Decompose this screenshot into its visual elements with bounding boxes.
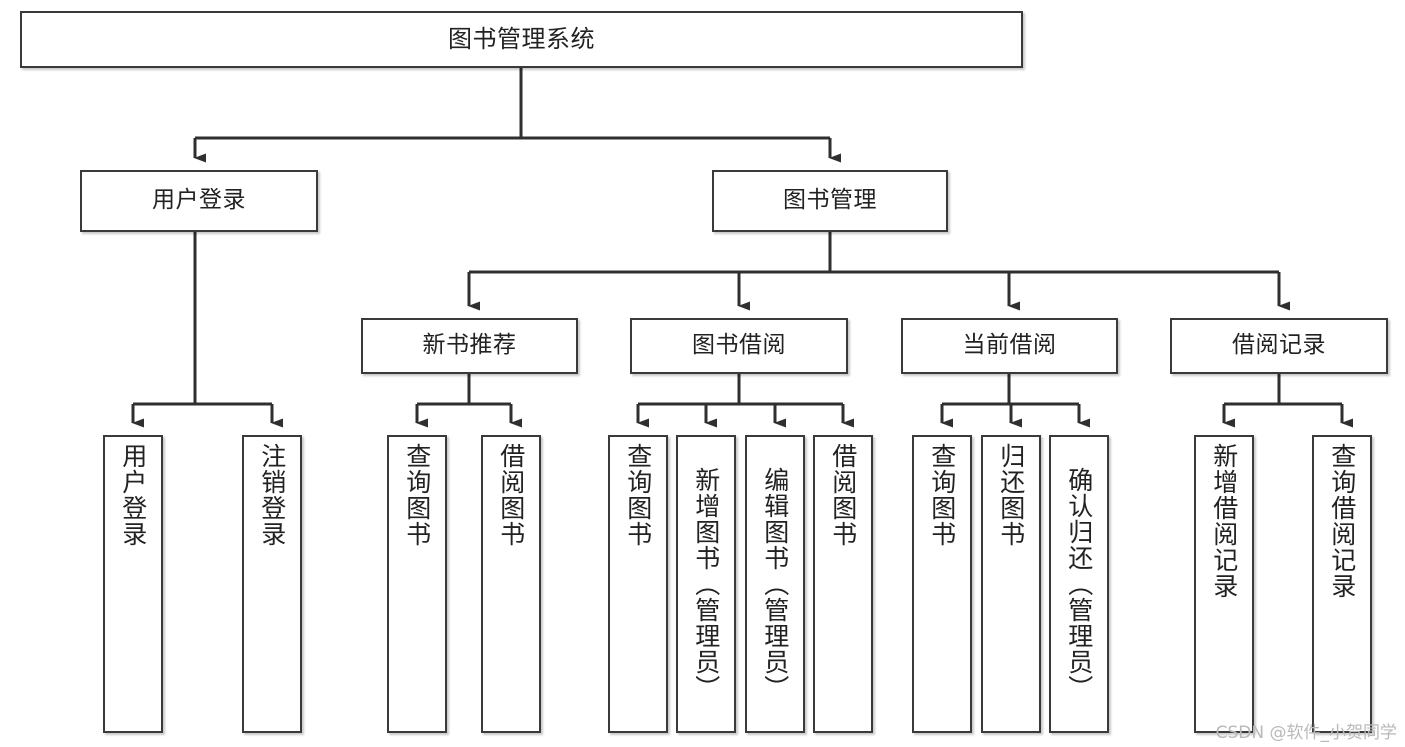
node-leaf-borrow-book-recommend[interactable]: 借阅图书 bbox=[481, 435, 541, 733]
node-label: 查询图书 bbox=[402, 443, 432, 547]
node-label: 借阅图书 bbox=[828, 443, 858, 547]
node-leaf-return-book[interactable]: 归还图书 bbox=[981, 435, 1041, 733]
node-borrow-record[interactable]: 借阅记录 bbox=[1170, 318, 1388, 374]
node-leaf-confirm-return[interactable]: 确认归还（管理员） bbox=[1049, 435, 1109, 733]
node-label: 借阅图书 bbox=[496, 443, 526, 547]
node-leaf-add-book[interactable]: 新增图书（管理员） bbox=[676, 435, 736, 733]
node-label: 图书借阅 bbox=[692, 332, 786, 359]
node-label: 新增图书（管理员） bbox=[691, 467, 721, 701]
node-label: 新书推荐 bbox=[422, 332, 517, 359]
node-leaf-query-book-current[interactable]: 查询图书 bbox=[912, 435, 972, 733]
watermark: CSDN @软件_小贺同学 bbox=[1215, 723, 1397, 743]
node-label: 注销登录 bbox=[257, 443, 287, 547]
node-leaf-user-logout[interactable]: 注销登录 bbox=[242, 435, 302, 733]
node-new-book-recommend[interactable]: 新书推荐 bbox=[361, 318, 578, 374]
node-label: 新增借阅记录 bbox=[1209, 443, 1239, 599]
node-leaf-edit-book[interactable]: 编辑图书（管理员） bbox=[745, 435, 805, 733]
node-label: 编辑图书（管理员） bbox=[760, 467, 790, 701]
node-book-borrow[interactable]: 图书借阅 bbox=[630, 318, 848, 374]
node-leaf-query-book-borrow[interactable]: 查询图书 bbox=[608, 435, 668, 733]
node-leaf-user-login[interactable]: 用户登录 bbox=[103, 435, 163, 733]
node-leaf-query-book-recommend[interactable]: 查询图书 bbox=[387, 435, 447, 733]
node-leaf-add-borrow-record[interactable]: 新增借阅记录 bbox=[1194, 435, 1254, 733]
node-user-login[interactable]: 用户登录 bbox=[80, 170, 318, 232]
node-label: 用户登录 bbox=[118, 443, 148, 547]
node-label: 当前借阅 bbox=[962, 332, 1057, 359]
node-leaf-borrow-book[interactable]: 借阅图书 bbox=[813, 435, 873, 733]
node-label: 查询借阅记录 bbox=[1327, 443, 1357, 599]
node-label: 归还图书 bbox=[996, 443, 1026, 547]
node-label: 图书管理 bbox=[783, 187, 877, 214]
node-leaf-query-borrow-record[interactable]: 查询借阅记录 bbox=[1312, 435, 1372, 733]
node-label: 借阅记录 bbox=[1232, 332, 1326, 359]
node-root-system[interactable]: 图书管理系统 bbox=[20, 11, 1023, 68]
node-book-management[interactable]: 图书管理 bbox=[712, 170, 948, 232]
node-label: 查询图书 bbox=[623, 443, 653, 547]
node-label: 图书管理系统 bbox=[448, 25, 595, 54]
node-label: 确认归还（管理员） bbox=[1064, 467, 1094, 701]
node-current-borrow[interactable]: 当前借阅 bbox=[901, 318, 1118, 374]
node-label: 用户登录 bbox=[152, 187, 246, 214]
node-label: 查询图书 bbox=[927, 443, 957, 547]
